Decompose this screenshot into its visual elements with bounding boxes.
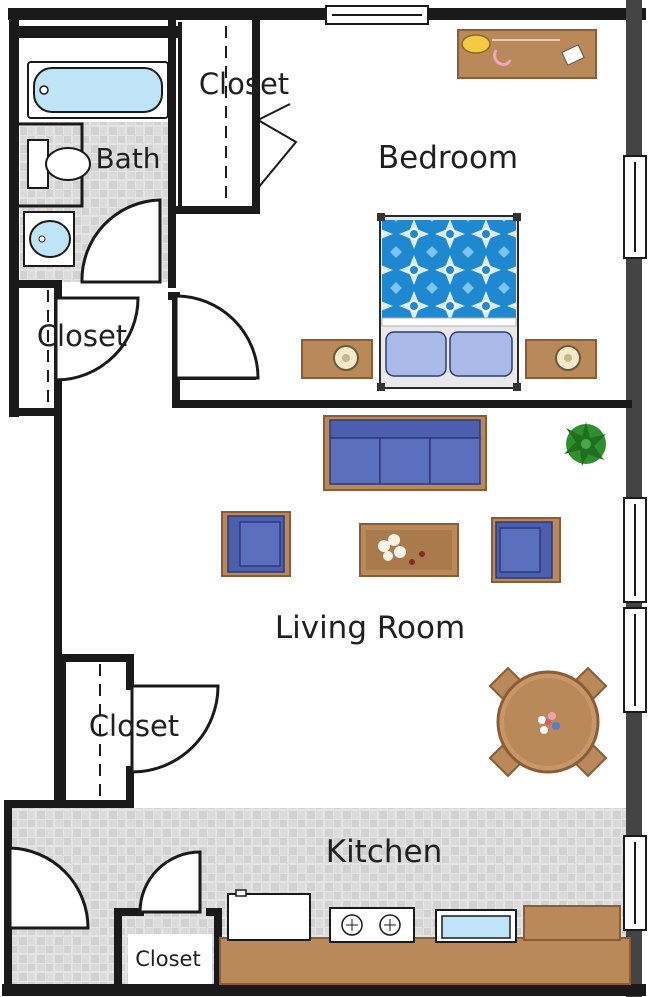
living-closet-door-swing [130,684,220,774]
label-living-closet: Closet [89,709,179,743]
windows [325,5,647,931]
label-bedroom-closet: Closet [199,67,289,101]
refrigerator [227,893,311,941]
bath-door-swing [80,198,162,284]
bedspread [382,220,516,320]
floor [8,20,630,988]
kitchen-closet-door-swing [138,850,202,914]
hall-closet-door-swing [54,296,140,382]
dining-set [488,666,608,778]
label-bedroom: Bedroom [378,140,518,176]
entry-door-swing [8,846,90,930]
pillow [449,331,513,377]
armchair-right [491,517,561,583]
counter [219,937,631,985]
dishwasher [523,905,621,941]
sink [29,220,71,258]
kitchen-fixtures [128,889,631,985]
living-room-furniture [221,415,608,778]
room-labels: Closet Bedroom Bath Closet Living Room C… [37,67,518,971]
bedroom-door-swing [174,294,260,380]
coffee-table [359,523,459,577]
label-kitchen-closet: Closet [135,947,200,971]
plant [564,422,606,466]
bath-fixtures [23,61,169,267]
label-hall-closet: Closet [37,319,127,353]
bedroom-closet-doors [257,119,298,189]
doors [8,103,298,930]
pillow [385,331,447,377]
armchair-left [221,511,291,577]
toilet [45,147,91,181]
label-living-room: Living Room [275,610,465,646]
nightstand-right [525,339,597,379]
closet-rod-lines [47,26,227,800]
bedroom-furniture [301,29,597,391]
label-kitchen: Kitchen [326,834,443,870]
label-bath: Bath [95,142,160,175]
